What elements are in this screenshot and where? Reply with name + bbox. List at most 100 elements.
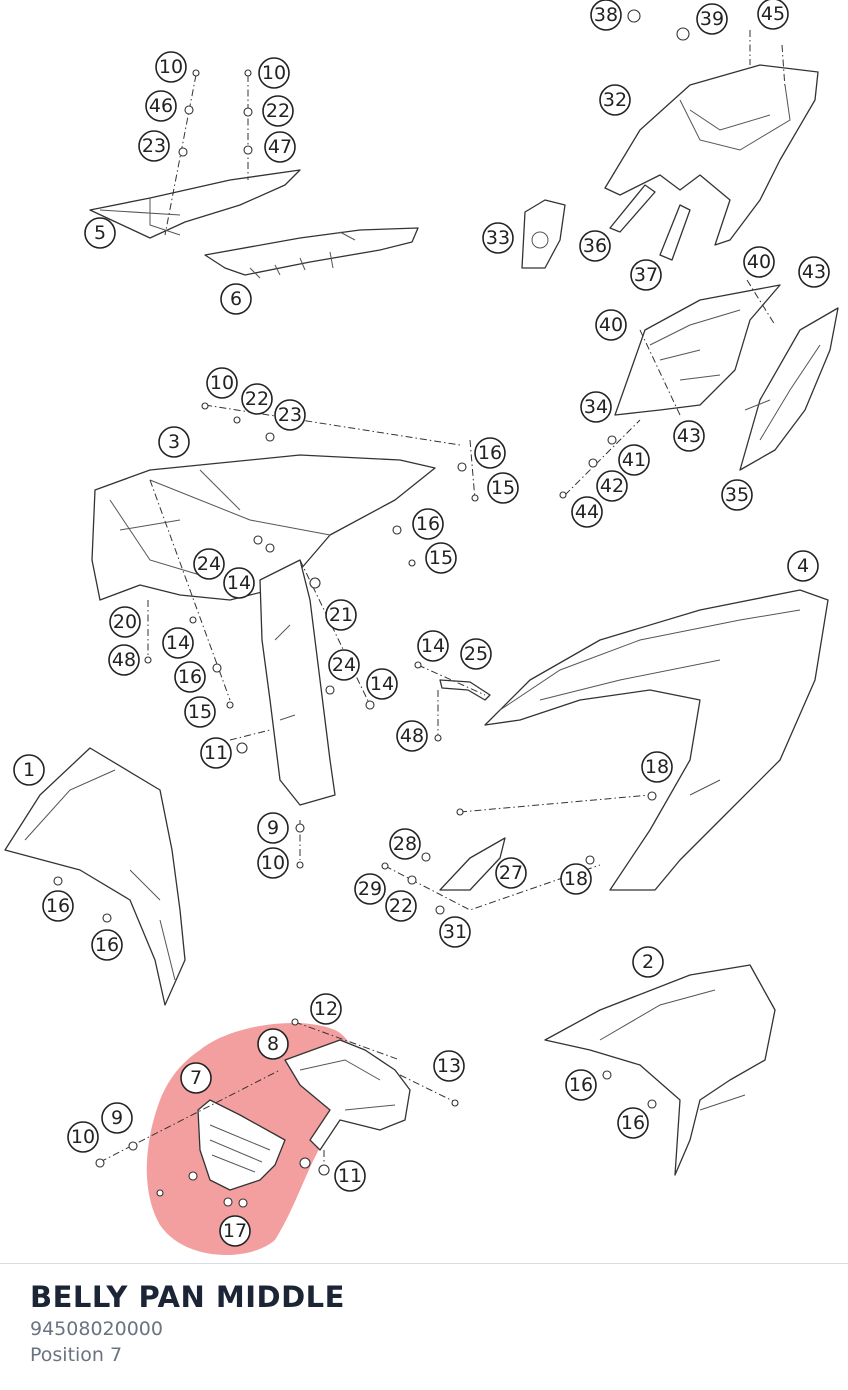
callout: 12 [310,993,342,1025]
part-34-side-cover [614,284,781,416]
svg-text:27: 27 [499,862,523,884]
callout: 22 [262,95,294,127]
callout: 14 [162,627,194,659]
callouts: 38 39 45 10 46 23 5 10 22 47 6 32 33 36 … [13,0,830,1247]
callout: 48 [108,644,140,676]
callout: 2 [632,946,664,978]
callout: 43 [798,256,830,288]
svg-text:22: 22 [266,100,290,122]
fasteners-top-left [164,69,253,236]
svg-text:9: 9 [111,1107,123,1129]
callout: 36 [579,230,611,262]
svg-text:29: 29 [358,878,382,900]
callout: 23 [138,130,170,162]
svg-text:45: 45 [761,3,785,25]
callout: 3 [158,426,190,458]
callout: 39 [696,3,728,35]
callout: 5 [84,217,116,249]
svg-text:41: 41 [622,449,646,471]
svg-text:46: 46 [149,95,173,117]
svg-text:38: 38 [594,4,618,26]
svg-text:43: 43 [802,261,826,283]
svg-text:11: 11 [204,742,228,764]
svg-text:42: 42 [600,475,624,497]
svg-text:48: 48 [400,725,424,747]
callout: 34 [580,391,612,423]
svg-text:10: 10 [262,62,286,84]
svg-text:34: 34 [584,396,608,418]
callout: 8 [257,1028,289,1060]
callout: 11 [200,737,232,769]
callout: 37 [630,259,662,291]
svg-text:11: 11 [338,1165,362,1187]
svg-text:24: 24 [332,654,356,676]
callout: 16 [565,1069,597,1101]
svg-text:24: 24 [197,553,221,575]
svg-text:8: 8 [267,1033,279,1055]
callout: 18 [641,751,673,783]
svg-text:40: 40 [747,251,771,273]
fasteners-bottom [95,1018,459,1208]
svg-text:4: 4 [797,555,809,577]
fasteners-middle-right [381,661,657,915]
callout: 22 [241,383,273,415]
exploded-parts-diagram: 38 39 45 10 46 23 5 10 22 47 6 32 33 36 … [4,0,839,1255]
svg-text:15: 15 [429,547,453,569]
callout: 22 [385,890,417,922]
part-36-trim [609,184,656,233]
svg-text:1: 1 [23,759,35,781]
svg-text:16: 16 [95,934,119,956]
callout: 16 [617,1107,649,1139]
part-4-fairing [484,589,829,891]
callout: 42 [596,470,628,502]
part-6-panel [204,227,419,279]
svg-text:48: 48 [112,649,136,671]
svg-text:44: 44 [575,501,599,523]
svg-text:28: 28 [393,833,417,855]
callout: 10 [258,57,290,89]
callout: 44 [571,496,603,528]
callout: 45 [757,0,789,30]
part-21-side-panel [259,559,336,806]
callout: 10 [155,51,187,83]
part-number: 94508020000 [30,1318,163,1340]
callout: 43 [673,420,705,452]
callout: 15 [425,542,457,574]
svg-text:21: 21 [329,604,353,626]
part-5-panel [89,169,301,239]
svg-text:14: 14 [166,632,190,654]
svg-text:25: 25 [464,643,488,665]
callout: 14 [223,567,255,599]
part-8-mount-bracket [284,1039,411,1151]
part-25-bracket [439,679,491,701]
part-27-cover [439,837,506,891]
callout: 17 [219,1215,251,1247]
svg-text:16: 16 [569,1074,593,1096]
svg-text:31: 31 [443,921,467,943]
svg-text:23: 23 [142,135,166,157]
svg-text:13: 13 [437,1055,461,1077]
callout: 29 [354,873,386,905]
svg-text:16: 16 [178,666,202,688]
callout: 33 [482,222,514,254]
callout: 40 [595,309,627,341]
part-7-belly-pan [197,1099,286,1191]
svg-text:17: 17 [223,1220,247,1242]
callout: 16 [42,890,74,922]
fasteners-middle-left [144,402,479,869]
svg-text:5: 5 [94,222,106,244]
callout: 47 [264,131,296,163]
callout: 4 [787,550,819,582]
svg-text:20: 20 [113,611,137,633]
callout: 7 [180,1062,212,1094]
callout: 31 [439,916,471,948]
svg-text:16: 16 [478,442,502,464]
part-info: BELLY PAN MIDDLE 94508020000 Position 7 [30,1278,345,1368]
svg-text:22: 22 [389,895,413,917]
part-2-side-cover [544,964,776,1176]
svg-text:37: 37 [634,264,658,286]
svg-text:14: 14 [227,572,251,594]
svg-text:10: 10 [261,852,285,874]
part-32-tail-cover [604,64,819,246]
svg-text:15: 15 [188,701,212,723]
